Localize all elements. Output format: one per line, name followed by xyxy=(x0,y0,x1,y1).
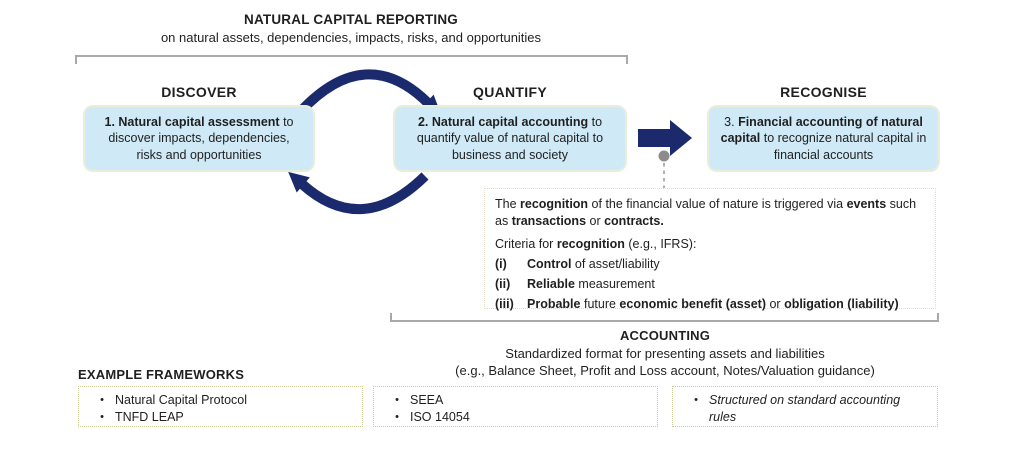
bullet-icon: • xyxy=(694,394,698,406)
framework-box-quantify: • SEEA • ISO 14054 xyxy=(373,386,658,427)
stage-box-recognise: 3. Financial accounting of natural capit… xyxy=(707,105,940,172)
accounting-title: ACCOUNTING xyxy=(619,328,711,343)
framework-box-recognise: • Structured on standard accounting rule… xyxy=(672,386,938,427)
accounting-caption: ACCOUNTING Standardized format for prese… xyxy=(390,328,940,378)
callout-criteria-label: Criteria for recognition (e.g., IFRS): xyxy=(495,237,697,251)
bullet-icon: • xyxy=(100,411,104,423)
page-subtitle: on natural assets, dependencies, impacts… xyxy=(160,30,542,45)
flow-arrow-icon xyxy=(638,120,692,156)
criteria-item-probable: (iii) Probable future economic benefit (… xyxy=(495,294,925,314)
criteria-text: Reliable measurement xyxy=(527,277,655,291)
stage-header-recognise: RECOGNISE xyxy=(780,84,867,100)
stage-box-quantify: 2. Natural capital accounting to quantif… xyxy=(393,105,627,172)
framework-label: Natural Capital Protocol xyxy=(115,393,248,407)
framework-label: Structured on standard accounting rules xyxy=(709,393,901,424)
list-item: • TNFD LEAP xyxy=(89,409,352,426)
framework-box-discover: • Natural Capital Protocol • TNFD LEAP xyxy=(78,386,363,427)
bullet-icon: • xyxy=(395,411,399,423)
stage-header-quantify: QUANTIFY xyxy=(473,84,547,100)
callout-intro: The recognition of the financial value o… xyxy=(495,197,917,228)
criteria-text: Probable future economic benefit (asset)… xyxy=(527,297,899,311)
stage-header-discover: DISCOVER xyxy=(161,84,237,100)
callout-connector-dot xyxy=(658,150,670,162)
criteria-item-reliable: (ii) Reliable measurement xyxy=(495,274,925,294)
recognition-callout: The recognition of the financial value o… xyxy=(484,188,936,311)
diagram-header: NATURAL CAPITAL REPORTING on natural ass… xyxy=(75,12,627,45)
accounting-line-1: Standardized format for presenting asset… xyxy=(505,345,825,361)
criteria-num: (ii) xyxy=(495,277,511,291)
stage-box-discover: 1. Natural capital assessment to discove… xyxy=(83,105,315,172)
list-item: • SEEA xyxy=(384,392,647,409)
framework-label: TNFD LEAP xyxy=(115,410,184,424)
list-item: • ISO 14054 xyxy=(384,409,647,426)
bullet-icon: • xyxy=(100,394,104,406)
stage-box-quantify-text: 2. Natural capital accounting to quantif… xyxy=(416,114,604,162)
stage-box-recognise-text: 3. Financial accounting of natural capit… xyxy=(720,114,927,162)
accounting-line-2: (e.g., Balance Sheet, Profit and Loss ac… xyxy=(455,363,875,378)
reporting-scope-bracket xyxy=(75,55,628,64)
framework-label: ISO 14054 xyxy=(410,410,470,424)
frameworks-heading: EXAMPLE FRAMEWORKS xyxy=(78,367,245,382)
bullet-icon: • xyxy=(395,394,399,406)
criteria-num: (iii) xyxy=(495,297,514,311)
page-title: NATURAL CAPITAL REPORTING xyxy=(244,12,458,27)
list-item: • Structured on standard accounting rule… xyxy=(683,392,927,426)
list-item: • Natural Capital Protocol xyxy=(89,392,352,409)
framework-label: SEEA xyxy=(410,393,444,407)
criteria-num: (i) xyxy=(495,257,507,271)
criteria-text: Control of asset/liability xyxy=(527,257,660,271)
accounting-scope-bracket xyxy=(390,313,939,322)
cycle-arrow-bottom-icon xyxy=(298,172,429,215)
stage-box-discover-text: 1. Natural capital assessment to discove… xyxy=(104,114,294,162)
criteria-item-control: (i) Control of asset/liability xyxy=(495,254,925,274)
